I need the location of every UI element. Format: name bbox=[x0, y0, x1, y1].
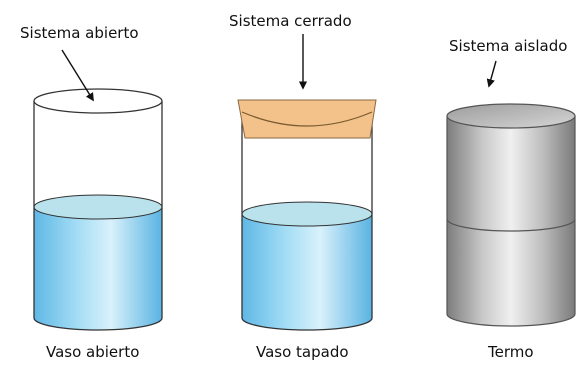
open-system-label: Sistema abierto bbox=[20, 24, 139, 42]
open-glass bbox=[33, 49, 163, 331]
open-glass-water bbox=[34, 207, 162, 330]
open-system-arrow bbox=[61, 49, 94, 102]
closed-glass-water-surface bbox=[241, 201, 373, 227]
thermos-top bbox=[446, 103, 576, 129]
closed-system-label: Sistema cerrado bbox=[229, 12, 352, 30]
thermos-body bbox=[446, 115, 576, 327]
closed-container-label: Vaso tapado bbox=[256, 343, 349, 361]
open-container-label: Vaso abierto bbox=[46, 343, 140, 361]
isolated-container-label: Termo bbox=[488, 343, 534, 361]
closed-glass-water bbox=[242, 214, 372, 330]
isolated-system-label: Sistema aislado bbox=[449, 37, 568, 55]
thermos bbox=[446, 60, 576, 327]
closed-glass-lid bbox=[237, 99, 377, 139]
closed-glass bbox=[237, 34, 377, 331]
isolated-system-arrow bbox=[486, 60, 497, 88]
open-glass-rim bbox=[33, 88, 163, 114]
open-glass-water-surface bbox=[33, 194, 163, 220]
